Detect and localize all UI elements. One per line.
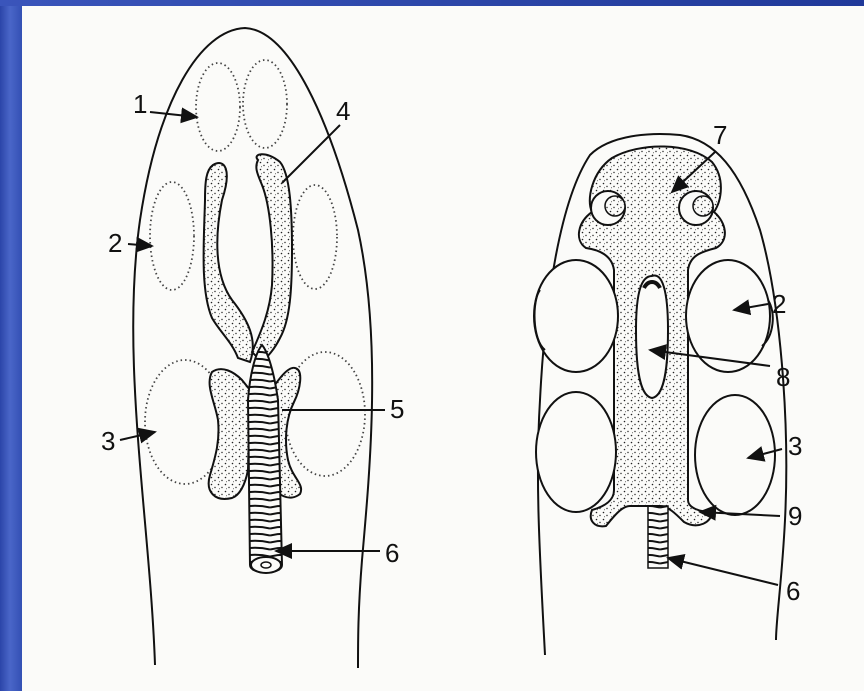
left-arrow-2 (128, 244, 152, 246)
left-label-2: 2 (108, 228, 122, 258)
left-duct-pore (261, 562, 271, 568)
left-lower-arm-left (209, 369, 250, 499)
left-arrow-1 (150, 112, 197, 117)
right-label-8: 8 (776, 362, 790, 392)
right-sucker-2a (534, 260, 618, 372)
left-label-1: 1 (133, 89, 147, 119)
left-label-6: 6 (385, 538, 399, 568)
left-pharynx-arm-right (252, 154, 292, 362)
left-arrow-4 (282, 125, 340, 183)
left-label-4: 4 (336, 96, 350, 126)
left-figure: 1 2 3 4 5 6 (101, 28, 404, 668)
left-coiled-duct (248, 345, 282, 573)
left-label-5: 5 (390, 394, 404, 424)
left-sucker-1a (196, 63, 240, 151)
right-central-opening (636, 275, 668, 398)
right-label-9: 9 (788, 501, 802, 531)
left-pharynx-arm-left (204, 163, 253, 362)
left-sucker-2a (150, 182, 194, 290)
left-sucker-1b (243, 60, 287, 148)
right-label-2: 2 (772, 289, 786, 319)
right-label-3: 3 (788, 431, 802, 461)
right-sucker-3a (536, 392, 616, 512)
right-coiled-duct (648, 506, 668, 568)
right-crescent-left (591, 191, 625, 225)
right-figure: 7 2 8 3 9 6 (534, 120, 802, 655)
left-sucker-2b (293, 185, 337, 289)
right-sucker-2b (686, 260, 770, 372)
right-arrow-6 (668, 558, 778, 585)
right-label-6: 6 (786, 576, 800, 606)
right-crescent-right (679, 191, 713, 225)
right-label-7: 7 (713, 120, 727, 150)
left-label-3: 3 (101, 426, 115, 456)
